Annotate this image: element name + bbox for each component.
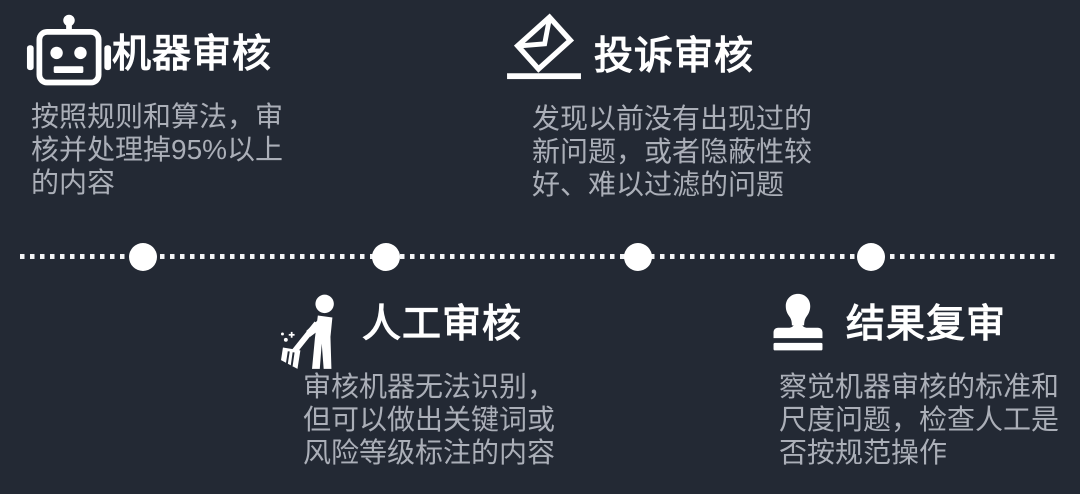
ballot-envelope-icon bbox=[504, 12, 584, 82]
step-title-complaint-review: 投诉审核 bbox=[594, 35, 755, 78]
timeline-dotted-line bbox=[20, 254, 1060, 259]
timeline-node-1 bbox=[129, 243, 157, 271]
desc-line: 发现以前没有出现过的 bbox=[532, 103, 813, 134]
timeline-node-4 bbox=[857, 243, 885, 271]
step-desc-manual-review: 审核机器无法识别， 但可以做出关键词或 风险等级标注的内容 bbox=[303, 370, 555, 469]
stamp-icon bbox=[766, 292, 830, 356]
step-desc-complaint-review: 发现以前没有出现过的 新问题，或者隐蔽性较 好、难以过滤的问题 bbox=[532, 102, 812, 201]
step-title-result-review: 结果复审 bbox=[846, 303, 1007, 346]
desc-line: 审核机器无法识别， bbox=[303, 371, 556, 402]
step-desc-machine-review: 按照规则和算法，审 核并处理掉95%以上 的内容 bbox=[31, 100, 283, 199]
robot-icon bbox=[26, 13, 112, 89]
desc-line: 好、难以过滤的问题 bbox=[532, 169, 785, 200]
timeline-node-3 bbox=[624, 243, 652, 271]
desc-line: 察觉机器审核的标准和 bbox=[779, 371, 1060, 402]
desc-line: 的内容 bbox=[31, 167, 116, 198]
desc-line: 新问题，或者隐蔽性较 bbox=[532, 136, 813, 167]
step-desc-result-review: 察觉机器审核的标准和 尺度问题，检查人工是 否按规范操作 bbox=[779, 370, 1059, 469]
step-title-machine-review: 机器审核 bbox=[112, 33, 273, 76]
desc-line: 尺度问题，检查人工是 bbox=[779, 404, 1060, 435]
desc-line: 核并处理掉95%以上 bbox=[31, 134, 284, 165]
desc-line: 按照规则和算法，审 bbox=[31, 101, 284, 132]
step-title-manual-review: 人工审核 bbox=[362, 303, 523, 346]
desc-line: 否按规范操作 bbox=[779, 437, 948, 468]
desc-line: 风险等级标注的内容 bbox=[303, 437, 556, 468]
sweeping-person-icon bbox=[281, 292, 345, 372]
timeline-node-2 bbox=[372, 243, 400, 271]
desc-line: 但可以做出关键词或 bbox=[303, 404, 556, 435]
